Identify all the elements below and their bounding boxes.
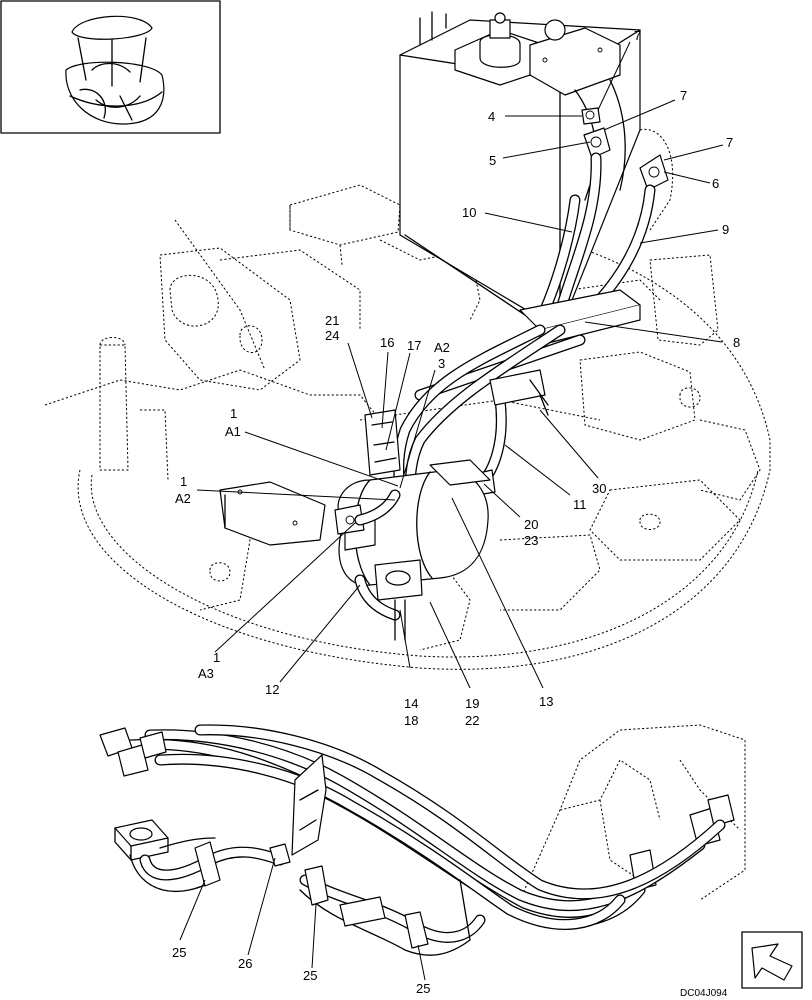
callout-12: 12 xyxy=(265,682,279,697)
callout-14: 14 xyxy=(404,696,418,711)
leader-lines xyxy=(179,41,724,981)
callout-7-top: 7 xyxy=(634,28,641,43)
callout-22: 22 xyxy=(465,713,479,728)
callout-a2: A2 xyxy=(175,491,191,506)
figure-code: DC04J094 xyxy=(680,988,728,999)
callout-a1: A1 xyxy=(225,424,241,439)
callout-8: 8 xyxy=(733,335,740,350)
callout-7-mid: 7 xyxy=(680,88,687,103)
locator-inset xyxy=(0,0,221,134)
callout-1-a3: 1 xyxy=(213,650,220,665)
callout-1-a2: 1 xyxy=(180,474,187,489)
callout-18: 18 xyxy=(404,713,418,728)
hydraulic-tank xyxy=(399,11,674,336)
callout-25-middle: 25 xyxy=(303,968,317,983)
callout-25-left: 25 xyxy=(172,945,186,960)
hose-clamps xyxy=(194,841,429,949)
callout-4: 4 xyxy=(488,109,495,124)
left-plate xyxy=(219,481,401,546)
callout-6: 6 xyxy=(712,176,719,191)
callout-3: 3 xyxy=(438,356,445,371)
callout-a3: A3 xyxy=(198,666,214,681)
callout-13: 13 xyxy=(539,694,553,709)
callout-20: 20 xyxy=(524,517,538,532)
tank-top-filter xyxy=(454,12,546,86)
bottom-detail xyxy=(99,724,746,956)
tank-top-cover xyxy=(529,19,621,96)
callout-21: 21 xyxy=(325,313,339,328)
direction-arrow-icon xyxy=(741,931,803,989)
support-plate-26 xyxy=(291,754,327,856)
callout-16: 16 xyxy=(380,335,394,350)
callout-11: 11 xyxy=(573,497,587,512)
callout-labels: 7 4 7 5 7 6 10 9 8 21 24 16 17 A2 3 1 A1… xyxy=(172,28,740,996)
callout-26: 26 xyxy=(238,956,252,971)
callout-1-a1: 1 xyxy=(230,406,237,421)
bottom-hoses xyxy=(124,724,726,930)
callout-25-right: 25 xyxy=(416,981,430,996)
callout-17: 17 xyxy=(407,338,421,353)
callout-10: 10 xyxy=(462,205,476,220)
callout-5: 5 xyxy=(489,153,496,168)
machine-thumbnail xyxy=(65,15,165,125)
callout-24: 24 xyxy=(325,328,339,343)
callout-a2-top: A2 xyxy=(434,340,450,355)
callout-9: 9 xyxy=(722,222,729,237)
callout-30: 30 xyxy=(592,481,606,496)
upper-fittings xyxy=(581,107,669,191)
callout-23: 23 xyxy=(524,533,538,548)
callout-7-right: 7 xyxy=(726,135,733,150)
left-end-fittings xyxy=(99,727,167,777)
callout-19: 19 xyxy=(465,696,479,711)
